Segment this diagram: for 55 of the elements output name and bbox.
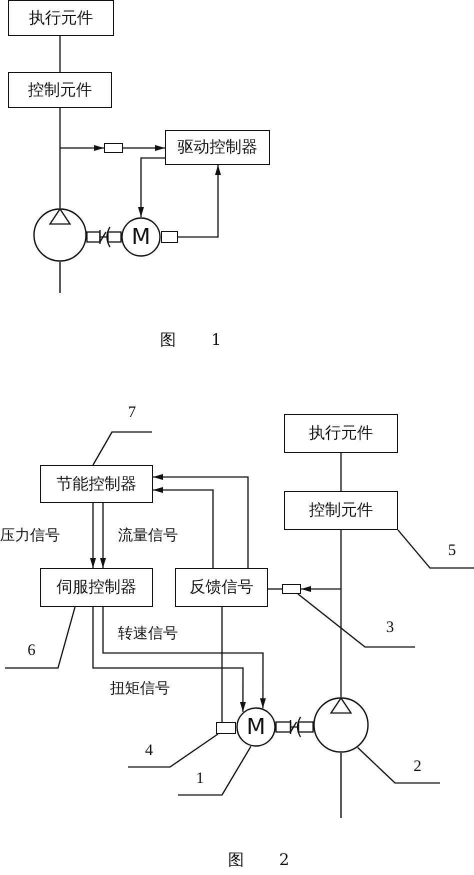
connector-line (340, 453, 342, 491)
leader-line (128, 733, 218, 768)
connector-line (268, 588, 282, 590)
process-box: 节能控制器 (40, 465, 153, 503)
leader-line (5, 606, 76, 669)
shaft-coupling (86, 226, 122, 248)
callout-number: 7 (112, 404, 152, 432)
motor-symbol: M (121, 217, 161, 257)
process-box: 伺服控制器 (40, 568, 153, 607)
figure-caption: 图 1 (160, 330, 222, 351)
arrow (301, 586, 341, 592)
sensor-box (161, 231, 178, 243)
callout-number: 1 (178, 770, 222, 795)
connector-line (59, 36, 61, 72)
sensor-box (104, 143, 123, 153)
arrow (153, 474, 249, 568)
connector-line (59, 108, 61, 208)
process-box: 控制元件 (8, 72, 112, 108)
callout-number: 6 (5, 642, 58, 668)
arrow (60, 145, 104, 151)
callout-number: 3 (365, 619, 415, 647)
sensor-box (216, 722, 236, 734)
arrow (153, 487, 214, 568)
process-box: 控制元件 (284, 491, 398, 530)
edge-label: 压力信号 (0, 526, 60, 545)
arrow (92, 607, 246, 712)
process-box: 执行元件 (8, 0, 114, 36)
leader-line (357, 747, 440, 784)
process-box: 驱动控制器 (165, 130, 270, 165)
sensor-box (282, 584, 301, 594)
leader-line (298, 594, 415, 648)
callout-number: 2 (395, 758, 440, 783)
shaft-coupling (275, 716, 314, 738)
connector-line (340, 530, 342, 697)
arrow (123, 145, 165, 151)
leader-line (178, 746, 252, 796)
arrow (178, 165, 221, 238)
arrow (102, 607, 266, 708)
pump-symbol (33, 208, 87, 262)
process-box: 反馈信号 (175, 568, 268, 607)
connector-line (221, 607, 223, 722)
edge-label: 转速信号 (118, 624, 178, 643)
pump-symbol (313, 697, 369, 753)
callout-number: 5 (430, 542, 474, 568)
callout-number: 4 (128, 742, 170, 767)
motor-symbol: M (236, 707, 276, 747)
arrow (138, 157, 165, 217)
process-box: 执行元件 (284, 414, 398, 453)
leader-line (398, 530, 474, 569)
edge-label: 流量信号 (118, 526, 178, 545)
figure-caption: 图 2 (228, 850, 290, 871)
arrow (90, 503, 96, 568)
leader-line (92, 431, 152, 466)
edge-label: 扭矩信号 (110, 679, 170, 698)
arrow (100, 503, 106, 568)
